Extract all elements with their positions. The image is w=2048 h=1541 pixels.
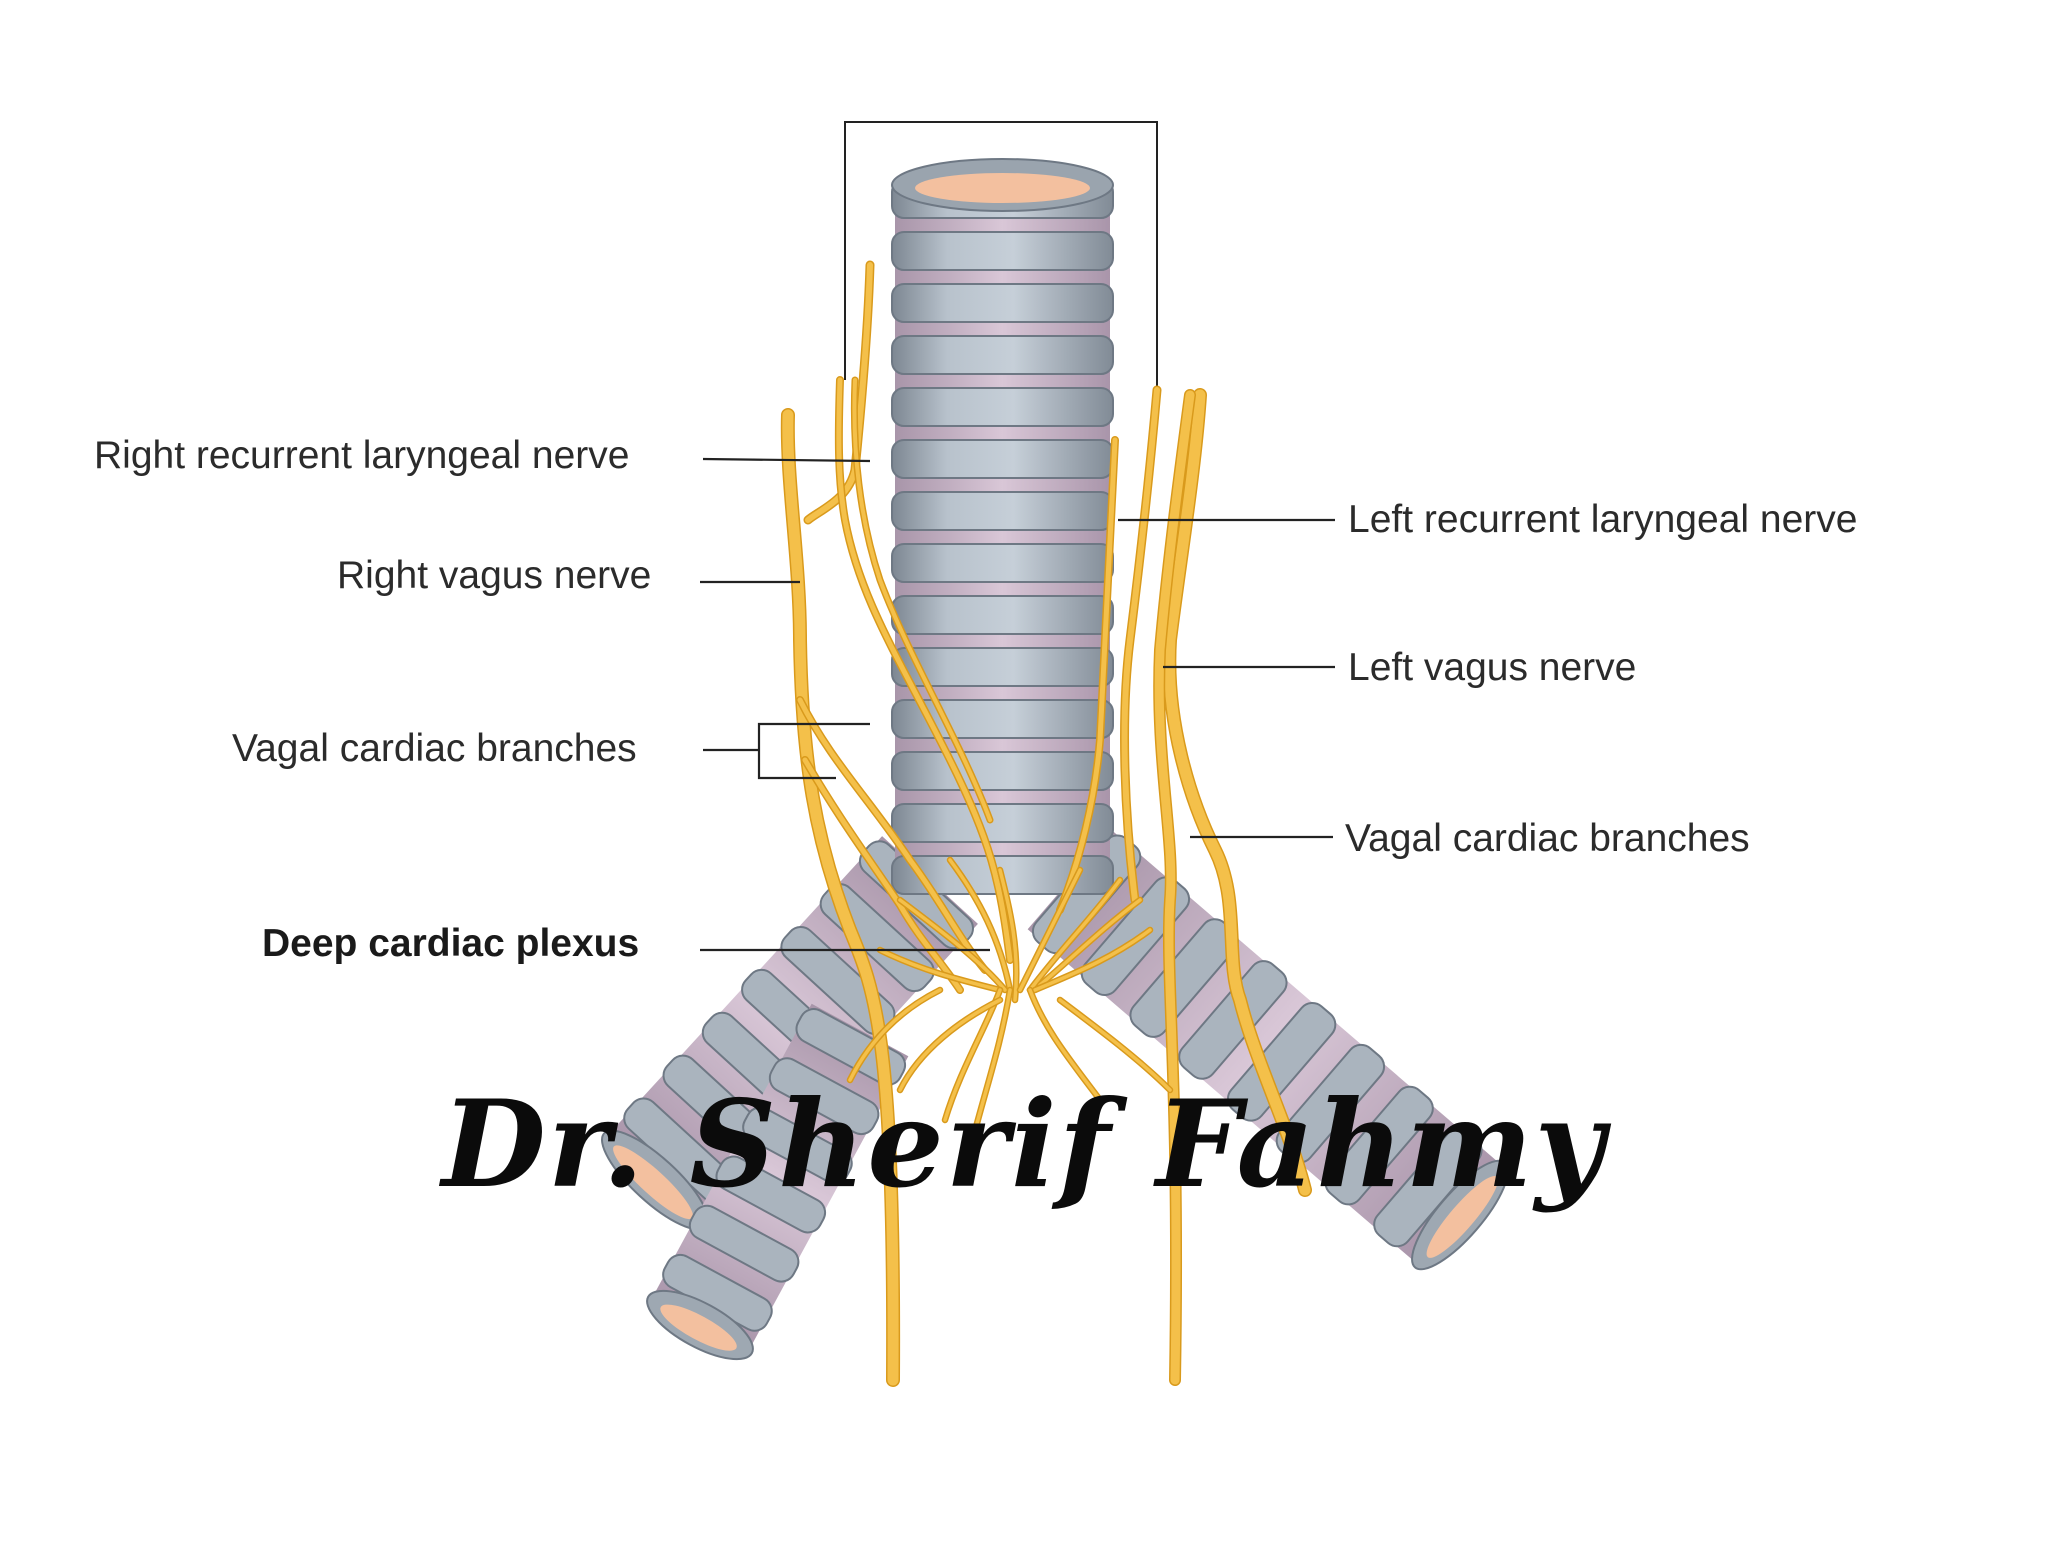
vagal-cardiac-branch-right (797, 697, 988, 973)
cartilage-ring (891, 387, 1114, 427)
bronchus-body (646, 1003, 909, 1361)
bronchus-ring (1226, 1001, 1337, 1122)
deep-cardiac-plexus-fiber (1033, 928, 1152, 992)
deep-cardiac-plexus-fiber (878, 948, 1002, 992)
trachea (891, 158, 1114, 895)
cartilage-ring (891, 647, 1114, 687)
right-recurrent-branch (852, 378, 992, 822)
cartilage-ring (891, 543, 1114, 583)
left-bronchus-opening-lumen (1426, 1175, 1498, 1258)
deep-cardiac-plexus-fiber (848, 988, 942, 1082)
deep-cardiac-plexus-fiber (1038, 898, 1142, 987)
deep-cardiac-plexus-fiber (1018, 868, 1082, 992)
label-right-vagus-nerve: Right vagus nerve (337, 554, 652, 597)
deep-cardiac-plexus-fiber (1028, 878, 1122, 992)
label-vagal-cardiac-branches-left: Vagal cardiac branches (1345, 817, 1750, 860)
right-vagus-nerve (782, 409, 899, 1386)
top-bracket (844, 121, 1158, 390)
deep-cardiac-plexus-fiber (948, 858, 1012, 992)
left-vagus-descending (1154, 390, 1195, 1385)
right-lower-bronchus (646, 1003, 909, 1361)
deep-cardiac-plexus-fiber (1028, 988, 1102, 1102)
nerves (780, 260, 1312, 1387)
bronchus-ring (1324, 1085, 1434, 1206)
label-left-vagus-nerve: Left vagus nerve (1348, 646, 1637, 689)
watermark-signature: Dr. Sherif Fahmy (441, 1074, 1607, 1215)
leader-lines (700, 457, 1335, 952)
bronchus-ring (768, 1057, 880, 1136)
label-right-recurrent-laryngeal-nerve: Right recurrent laryngeal nerve (94, 434, 630, 477)
left-vagus-nerve (1163, 389, 1311, 1196)
label-deep-cardiac-plexus: Deep cardiac plexus (262, 922, 640, 965)
deep-cardiac-plexus-fiber (998, 868, 1019, 1002)
bronchus-ring (715, 1155, 827, 1234)
leader-right-recurrent (702, 457, 871, 463)
cartilage-ring (891, 491, 1114, 531)
cartilage-ring (891, 803, 1114, 843)
cartilage-ring (891, 231, 1114, 271)
right-recurrent-branch (836, 377, 1013, 963)
left-recurrent-branch (1057, 437, 1118, 913)
label-left-recurrent-laryngeal-nerve: Left recurrent laryngeal nerve (1348, 498, 1858, 541)
bronchus-ring (1080, 876, 1191, 996)
bracket-vagal-cardiac-right (757, 722, 870, 780)
left-recurrent-nerve (1121, 387, 1160, 903)
vagal-cardiac-branch-right (802, 757, 963, 993)
cartilage-ring (891, 751, 1114, 791)
cartilage-ring (891, 283, 1114, 323)
bronchus-ring (1275, 1043, 1386, 1164)
deep-cardiac-plexus-fiber (898, 998, 1002, 1092)
label-vagal-cardiac-branches-right: Vagal cardiac branches (232, 727, 637, 770)
right-lower-bronchus-opening-lumen (660, 1304, 737, 1351)
deep-cardiac-plexus-fiber (968, 988, 1012, 1152)
cartilage-ring (891, 595, 1114, 635)
cartilage-ring (891, 335, 1114, 375)
right-bronchus-opening-lumen (613, 1145, 693, 1220)
bronchus-ring (742, 1106, 853, 1185)
cartilage-ring (891, 439, 1114, 479)
bronchus-ring (688, 1204, 800, 1283)
deep-cardiac-plexus-fiber (1058, 998, 1172, 1092)
deep-cardiac-plexus-fiber (898, 898, 1007, 992)
trachea-lumen (915, 173, 1090, 203)
